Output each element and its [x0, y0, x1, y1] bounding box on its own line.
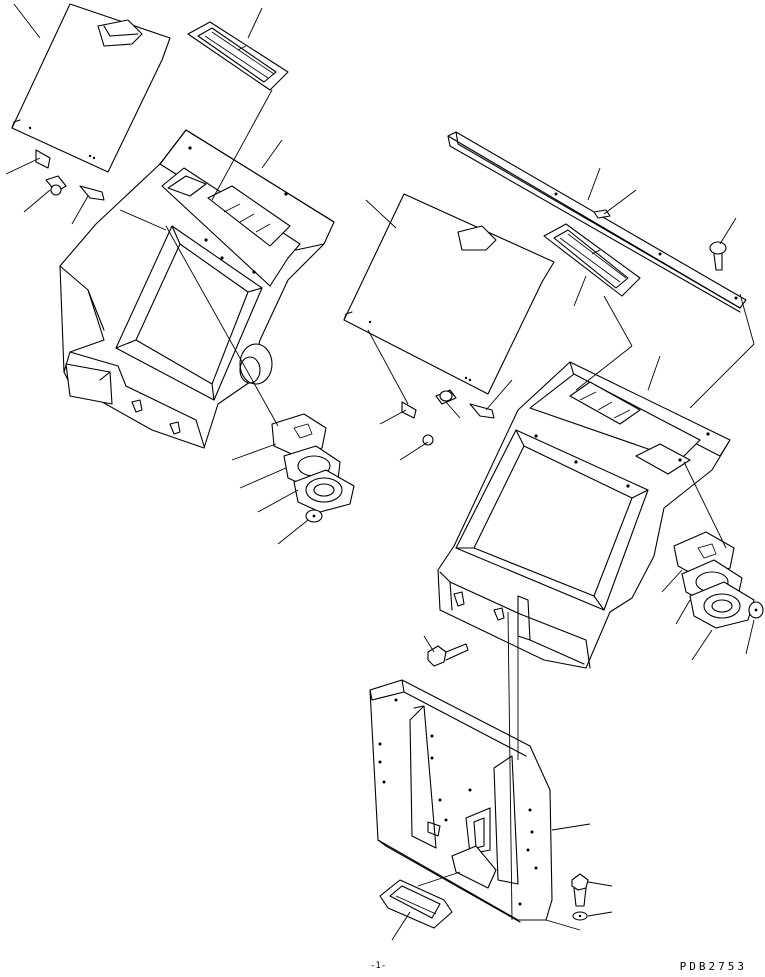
- bar-bolt: [710, 242, 726, 270]
- grommet-seal: [380, 880, 452, 928]
- left-leader-lines: [6, 4, 308, 544]
- footer-mark: -1-: [370, 961, 387, 971]
- left-lid: [12, 4, 170, 172]
- drawing-code: PDB2753: [679, 960, 747, 973]
- right-clips: [402, 390, 494, 445]
- hex-bolt: [428, 644, 468, 666]
- left-blower-stack: [272, 414, 354, 522]
- plate-bolt: [572, 874, 588, 920]
- right-blower-stack: [674, 532, 763, 628]
- right-lid: [344, 194, 554, 394]
- left-clips: [36, 150, 104, 200]
- right-leader-lines: [366, 168, 754, 940]
- right-assembly: [344, 132, 763, 940]
- mounting-plate: [370, 680, 552, 922]
- left-vent-grille: [188, 22, 288, 90]
- left-housing: [60, 130, 334, 448]
- left-assembly: [6, 4, 354, 544]
- right-vent-grille: [544, 224, 640, 296]
- right-housing: [438, 362, 730, 668]
